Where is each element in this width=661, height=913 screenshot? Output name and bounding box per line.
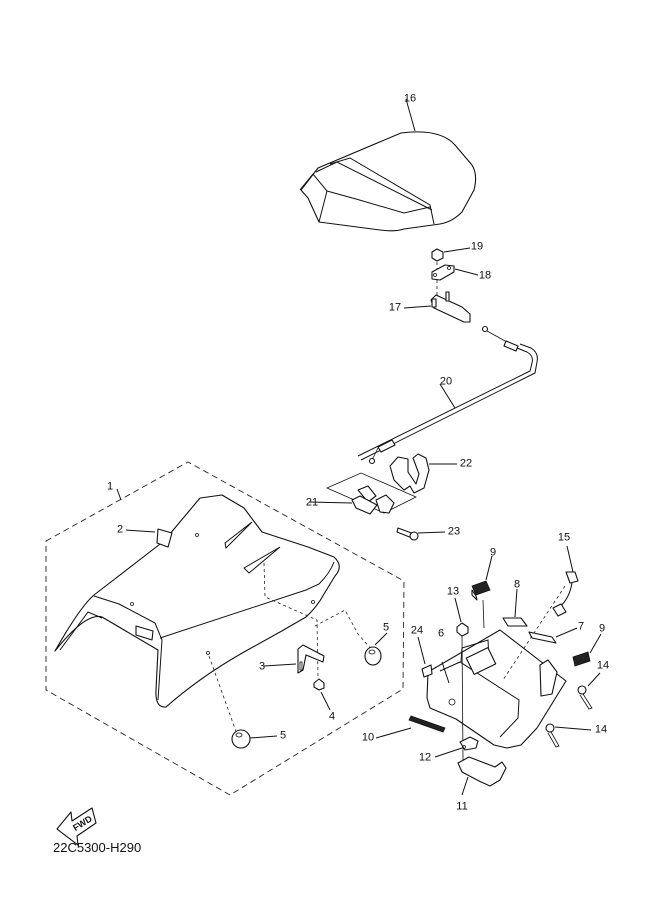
seat-lock-part-21[interactable] — [308, 472, 417, 515]
callout-17: 17 — [388, 301, 402, 314]
callout-18: 18 — [478, 269, 492, 282]
grommet-part-5-left[interactable] — [231, 729, 278, 749]
screw-part-14-upper[interactable] — [577, 672, 601, 710]
strip-part-8[interactable] — [502, 588, 528, 627]
callout-24: 24 — [410, 624, 424, 637]
callout-5-right: 5 — [382, 621, 390, 634]
callout-9-upper: 9 — [489, 546, 497, 559]
base-plate-part-6[interactable] — [426, 629, 567, 749]
callout-6: 6 — [437, 627, 445, 640]
callout-16: 16 — [403, 92, 417, 105]
fwd-arrow-icon: FWD — [56, 807, 97, 846]
callout-10: 10 — [361, 731, 375, 744]
strap-part-15[interactable] — [502, 545, 579, 681]
callout-7: 7 — [577, 620, 585, 633]
leader-1 — [116, 488, 122, 501]
callout-21: 21 — [305, 496, 319, 509]
diagram-code: 22C5300-H290 — [53, 840, 142, 855]
callout-9-lower: 9 — [598, 622, 606, 635]
callout-23: 23 — [447, 525, 461, 538]
seat-assembly-outline — [45, 461, 405, 796]
nut-part-13[interactable] — [454, 597, 469, 761]
callout-11: 11 — [456, 800, 468, 813]
callout-22: 22 — [459, 457, 473, 470]
plate-part-12[interactable] — [434, 736, 479, 758]
seat-lock-cable-part-20[interactable] — [357, 325, 538, 465]
seat-part-1[interactable] — [54, 494, 340, 708]
cable-bracket-part-22[interactable] — [389, 453, 457, 494]
callout-15: 15 — [557, 531, 571, 544]
strip-part-7[interactable] — [528, 627, 578, 644]
callout-14-upper: 14 — [596, 659, 610, 672]
callout-20: 20 — [439, 375, 453, 388]
grommet-part-5-right[interactable] — [364, 632, 388, 666]
latch-bracket-part-17[interactable] — [403, 291, 471, 323]
nut-part-19[interactable] — [431, 247, 471, 300]
plate-part-18[interactable] — [431, 264, 479, 281]
callout-1: 1 — [106, 480, 114, 493]
rubber-strip-part-10[interactable] — [375, 715, 446, 739]
callout-14-lower: 14 — [594, 723, 608, 736]
latch-base-part-11[interactable] — [457, 756, 507, 796]
nut-part-4[interactable] — [313, 678, 331, 711]
cap-part-24[interactable] — [417, 636, 433, 678]
callout-2: 2 — [116, 523, 124, 536]
callout-8: 8 — [513, 578, 521, 591]
screw-part-14-lower[interactable] — [545, 723, 592, 748]
callout-12: 12 — [418, 751, 432, 764]
damper-part-9-lower[interactable] — [572, 633, 602, 667]
callout-19: 19 — [470, 240, 484, 253]
rear-seat-part-16[interactable] — [299, 98, 477, 232]
callout-13: 13 — [446, 585, 460, 598]
bolt-part-23[interactable] — [396, 527, 446, 541]
callout-5-left: 5 — [279, 729, 287, 742]
callout-3: 3 — [258, 660, 266, 673]
bracket-part-3[interactable] — [263, 644, 325, 674]
callout-4: 4 — [328, 710, 336, 723]
damper-part-9-upper[interactable] — [471, 555, 493, 629]
